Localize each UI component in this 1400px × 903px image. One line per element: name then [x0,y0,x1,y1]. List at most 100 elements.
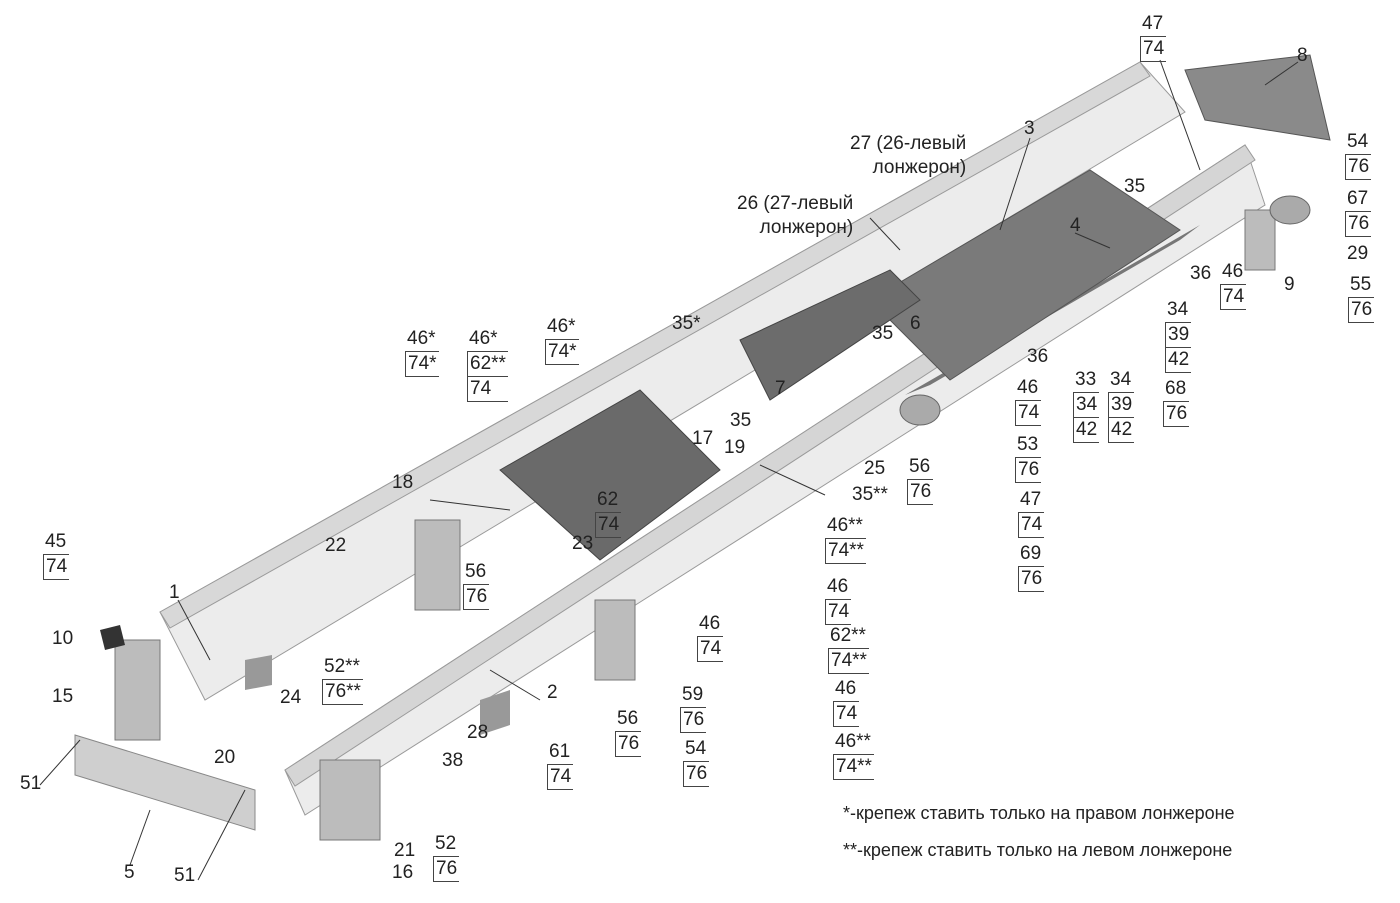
callout-number: 53 [1015,433,1042,458]
callout-number: 76 [615,732,642,757]
callout-36: 36 [1025,345,1050,369]
callout-35: 35* [670,312,703,336]
callout-number: 74 [1018,513,1045,538]
callout-4: 4 [1068,214,1083,238]
front-bumper-crossmember-5 [74,734,256,831]
bracket-15 [114,639,161,741]
callout-51: 51 [172,864,197,888]
callout-number: 74 [833,702,860,727]
callout-29: 29 [1345,242,1370,266]
callout-number: 54 [1345,130,1372,155]
callout-number: 4 [1070,215,1081,236]
callout-number: 74 [43,555,70,580]
callout-number: 19 [724,437,746,458]
note-left-rail: **-крепеж ставить только на левом лонжер… [843,840,1233,860]
callout-51: 51 [18,772,43,796]
bracket-22 [414,519,461,611]
bracket-8 [1184,54,1331,141]
callout-number: 76 [1345,155,1372,180]
callout-number: 76 [683,762,710,787]
callout-number: 51 [174,865,196,886]
callout-number: 76 [1018,567,1045,592]
callout-number: лонжерон) [759,217,854,238]
callout-number: 36 [1027,346,1049,367]
callout-1: 1 [167,581,182,605]
note-right-rail: *-крепеж ставить только на правом лонжер… [843,803,1235,823]
callout-5: 5 [122,861,137,885]
callout-number: 74** [825,539,866,564]
callout-number: 34 [1165,298,1192,323]
callout-17: 17 [690,427,715,451]
callout-number: 38 [442,750,464,771]
callout-number: 54 [683,737,710,762]
callout-28: 28 [465,721,490,745]
crossmember-17 [499,389,721,561]
callout-35: 35 [1122,175,1147,199]
bracket-54 [594,599,636,681]
plate-24 [245,655,272,690]
callout-52: 52**76** [322,655,363,705]
callout-number: 35** [852,484,888,505]
callout-number: 35 [730,410,752,431]
callout-25: 25 [862,457,887,481]
rear-crossmember-3 [869,169,1181,381]
callout-20: 20 [212,746,237,770]
callout-number: 52** [322,655,363,680]
callout-62: 62**74** [828,624,869,674]
callout-number: 52 [433,832,460,857]
callout-24: 24 [278,686,303,710]
callout-number: 74* [405,352,439,377]
leader-lines [39,59,1299,881]
bracket-9 [1244,209,1276,271]
callout-number: 35 [872,323,894,344]
callout-number: 33 [1073,368,1100,393]
callout-35: 35** [850,483,890,507]
callout-10: 10 [50,627,75,651]
callout-7: 7 [773,377,788,401]
callout-number: 76 [1015,458,1042,483]
callout-number: 42 [1108,418,1135,443]
callout-number: 10 [52,628,74,649]
callout-number: 9 [1284,274,1295,295]
callout-number: 76 [1348,298,1375,323]
callout-number: 46 [825,575,852,600]
callout-number: 15 [52,686,74,707]
callout-number: 51 [20,773,42,794]
callout-number: 76** [322,680,363,705]
callout-46: 46**74** [833,730,874,780]
bracket-25 [899,394,941,426]
callout-number: 45 [43,530,70,555]
callout-number: 74 [595,513,622,538]
callout-number: 39 [1108,393,1135,418]
callout-9: 9 [1282,273,1297,297]
callout-21: 21 [392,839,417,863]
callout-19: 19 [722,436,747,460]
callout-46: 46**74** [825,514,866,564]
callout-number: 74 [467,377,508,402]
callout-number: 18 [392,472,414,493]
callout-number: 62 [595,488,622,513]
bracket-10 [100,625,125,650]
callout-number: 56 [907,455,934,480]
crossmember-7 [739,269,921,401]
callout-number: 76 [907,480,934,505]
